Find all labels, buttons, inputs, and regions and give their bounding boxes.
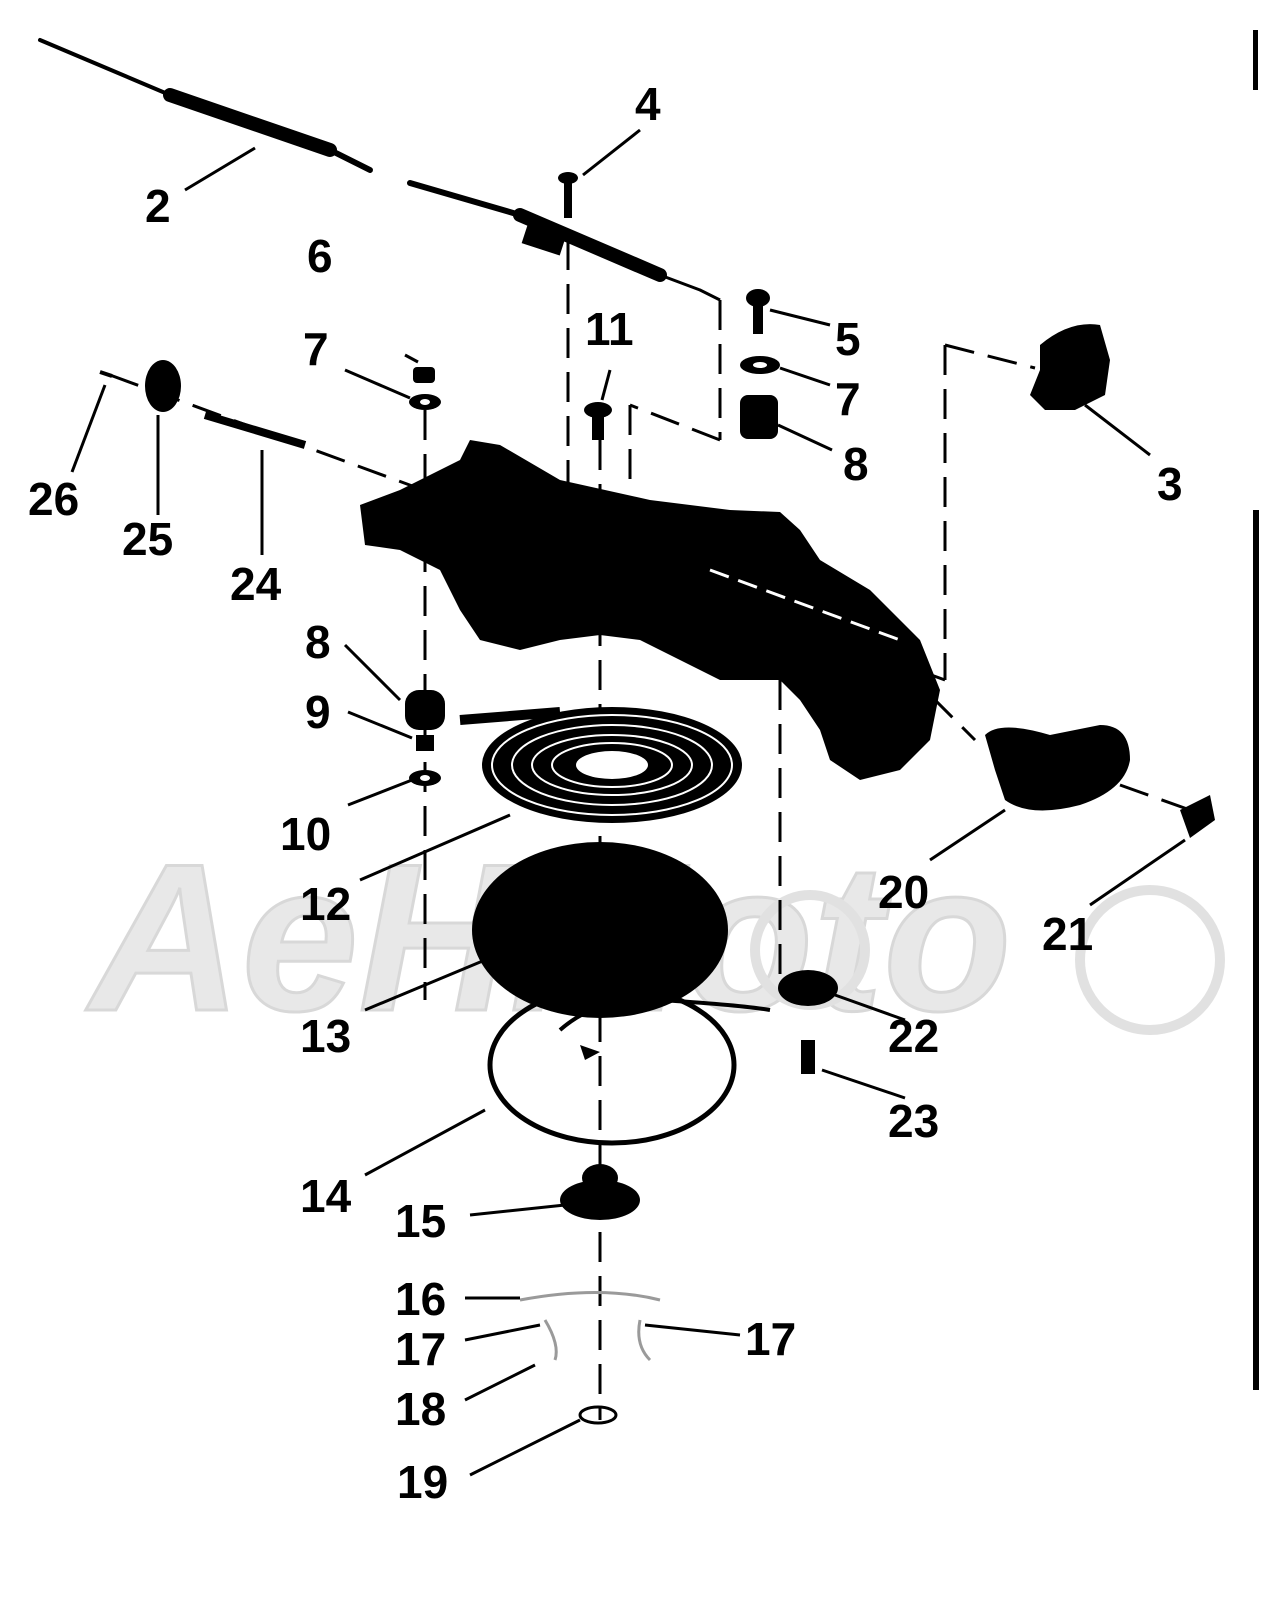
callout-17-right: 17: [745, 1313, 796, 1365]
bolt-5: [746, 289, 770, 334]
screw-4: [558, 172, 578, 218]
pulley-15: [560, 1164, 640, 1220]
callout-7-right: 7: [835, 373, 861, 425]
spring-9: [416, 735, 434, 751]
grommet-8-left: [405, 690, 445, 730]
callout-22: 22: [888, 1010, 939, 1062]
callout-11: 11: [585, 303, 634, 355]
washer-7-left: [409, 394, 441, 410]
callout-20: 20: [878, 866, 929, 918]
callout-17-left: 17: [395, 1323, 446, 1375]
pawl-assembly-16-17-18: [519, 1291, 661, 1362]
leader-lines: [70, 128, 1186, 1477]
callout-7-left: 7: [303, 323, 329, 375]
callout-9: 9: [305, 686, 331, 738]
callout-8-left: 8: [305, 616, 331, 668]
callout-5: 5: [835, 313, 861, 365]
shaft-24: [203, 411, 307, 449]
callout-2: 2: [145, 180, 171, 232]
callout-24: 24: [230, 558, 282, 610]
callout-19: 19: [397, 1456, 448, 1508]
washer-10: [409, 770, 441, 786]
cap-21: [1180, 795, 1215, 838]
starter-housing: [360, 440, 940, 780]
watermark-wheel: [1075, 885, 1225, 1035]
screw-11: [584, 402, 612, 440]
handle-20: [985, 725, 1130, 811]
callout-12: 12: [300, 878, 351, 930]
right-edge-marks: [1253, 30, 1259, 1390]
callout-23: 23: [888, 1095, 939, 1147]
throttle-cable: [38, 38, 702, 292]
callout-13: 13: [300, 1010, 351, 1062]
callout-10: 10: [280, 808, 331, 860]
callout-18: 18: [395, 1383, 446, 1435]
callout-8-top: 8: [843, 438, 869, 490]
callout-16: 16: [395, 1273, 446, 1325]
grommet-22: [778, 970, 838, 1006]
callout-labels: 2 4 6 7 11 5 7 8 3 26 25 24 8 9 10 12 13…: [28, 78, 1183, 1508]
screw-23: [801, 1040, 815, 1074]
grommet-8-top: [740, 395, 778, 439]
screw-19: [578, 1405, 618, 1425]
callout-15: 15: [395, 1195, 446, 1247]
disc-13: [472, 842, 728, 1018]
callout-21: 21: [1042, 908, 1093, 960]
nut-6: [413, 367, 435, 383]
callout-25: 25: [122, 513, 173, 565]
callout-3: 3: [1157, 458, 1183, 510]
pin-26: [99, 370, 113, 378]
knob-25: [145, 360, 181, 412]
callout-6: 6: [307, 230, 333, 282]
cover-3: [1030, 324, 1110, 410]
callout-26: 26: [28, 473, 79, 525]
recoil-spring-12: [459, 707, 742, 823]
washer-7-right: [740, 356, 780, 374]
callout-4: 4: [635, 78, 661, 130]
starter-rope-14: [487, 984, 771, 1146]
callout-14: 14: [300, 1170, 352, 1222]
